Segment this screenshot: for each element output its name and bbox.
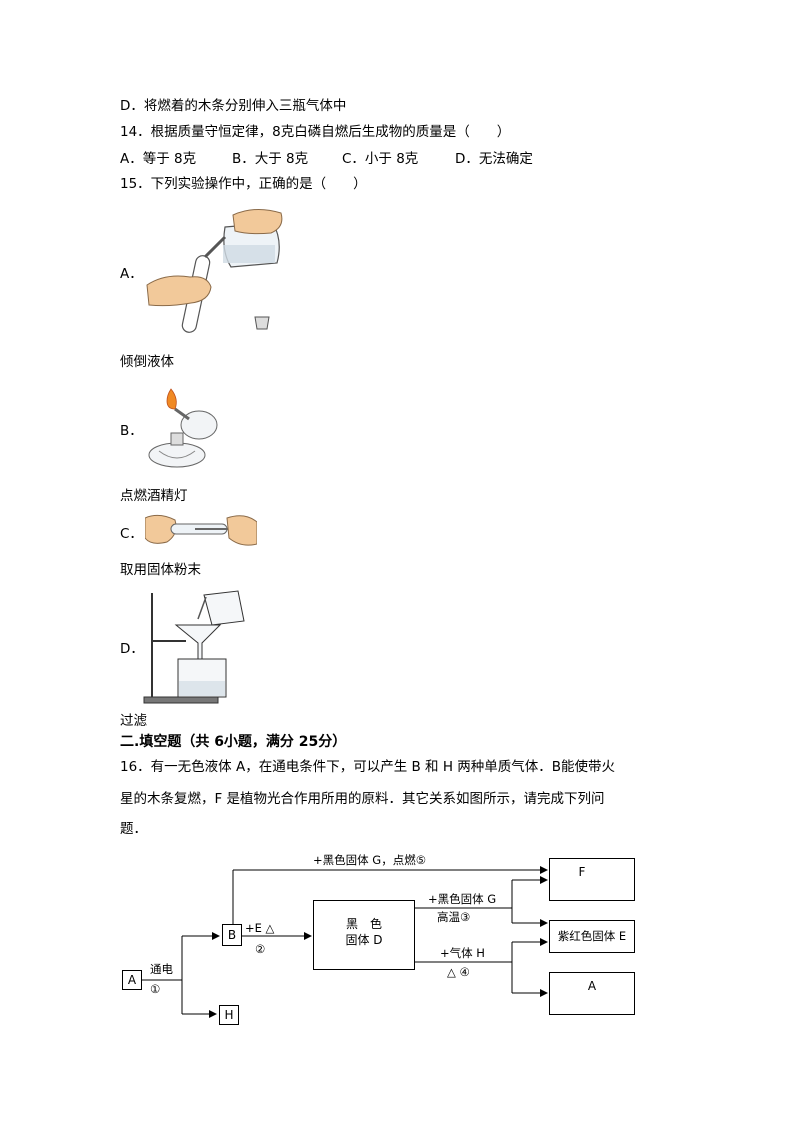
node-d-line-1: 黑 色 bbox=[345, 917, 382, 931]
q16-line-2: 星的木条复燃，F 是植物光合作用所用的原料．其它关系如图所示，请完成下列问 bbox=[120, 791, 605, 807]
alcohol-lamp-illustration bbox=[148, 388, 218, 468]
node-b: B bbox=[222, 924, 242, 946]
q14-stem: 14．根据质量守恒定律，8克白磷自燃后生成物的质量是（ ） bbox=[120, 124, 511, 140]
edge-4-top-label: +气体 H bbox=[440, 946, 485, 960]
q14-option-c: C．小于 8克 bbox=[342, 151, 419, 167]
node-f: F bbox=[549, 858, 635, 901]
q15-stem: 15．下列实验操作中，正确的是（ ） bbox=[120, 176, 367, 192]
node-a: A bbox=[122, 970, 142, 990]
edge-3-top-label: +黑色固体 G bbox=[428, 892, 497, 906]
q15-option-a-caption: 倾倒液体 bbox=[120, 354, 174, 370]
q13-option-d: D．将燃着的木条分别伸入三瓶气体中 bbox=[120, 98, 347, 114]
node-d: 黑 色 固体 D bbox=[313, 900, 415, 970]
q14-option-b: B．大于 8克 bbox=[232, 151, 309, 167]
edge-2-top-label: +E △ bbox=[245, 921, 275, 935]
q15-option-d-letter: D． bbox=[120, 641, 144, 657]
filtration-illustration bbox=[143, 590, 245, 704]
edge-3-bottom-label: 高温③ bbox=[437, 910, 471, 924]
q15-option-b-letter: B． bbox=[120, 423, 143, 439]
edge-4-bottom-label: △ ④ bbox=[447, 965, 470, 979]
node-h: H bbox=[219, 1005, 239, 1025]
q15-option-c-caption: 取用固体粉末 bbox=[120, 562, 201, 578]
q14-option-a: A．等于 8克 bbox=[120, 151, 197, 167]
edge-1-top-label: 通电 bbox=[150, 962, 173, 976]
q15-option-c-letter: C． bbox=[120, 526, 143, 542]
node-a-result: A bbox=[549, 972, 635, 1015]
edge-2-bottom-label: ② bbox=[255, 942, 266, 956]
q14-option-d: D．无法确定 bbox=[455, 151, 533, 167]
section-heading: 二.填空题（共 6小题，满分 25分） bbox=[120, 734, 347, 750]
pouring-liquid-illustration bbox=[146, 209, 283, 333]
node-e: 紫红色固体 E bbox=[549, 920, 635, 953]
q16-line-3: 题． bbox=[120, 821, 147, 837]
q15-option-d-caption: 过滤 bbox=[120, 713, 147, 729]
edge-1-bottom-label: ① bbox=[150, 982, 161, 996]
q15-option-a-letter: A． bbox=[120, 266, 143, 282]
node-d-line-2: 固体 D bbox=[345, 933, 383, 947]
q16-line-1: 16．有一无色液体 A，在通电条件下，可以产生 B 和 H 两种单质气体．B能使… bbox=[120, 759, 616, 775]
edge-5-top-label: +黑色固体 G，点燃⑤ bbox=[313, 853, 427, 867]
q15-option-b-caption: 点燃酒精灯 bbox=[120, 488, 188, 504]
solid-powder-illustration bbox=[145, 514, 257, 546]
